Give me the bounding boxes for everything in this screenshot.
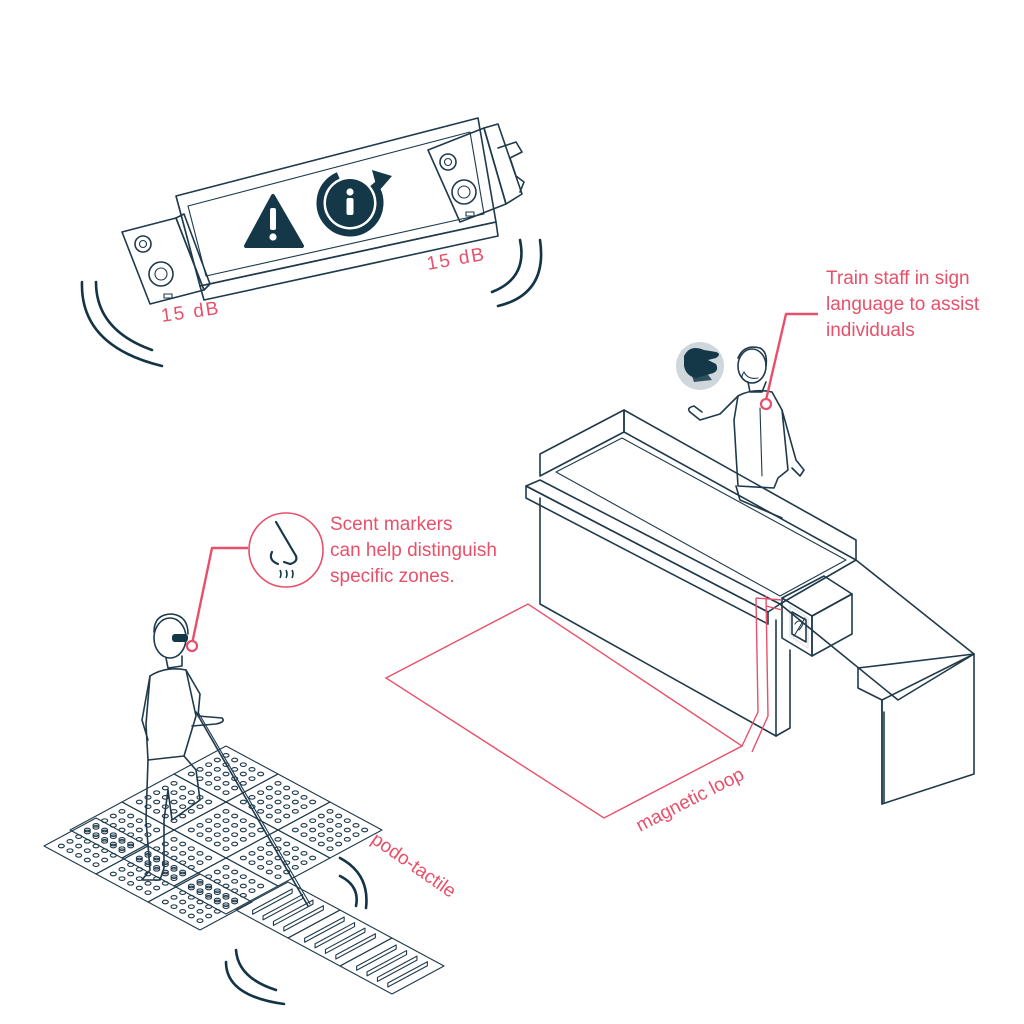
- floor-sound-waves: [224, 856, 368, 1006]
- reception-desk: [525, 409, 975, 805]
- scent-marker-leader: [185, 546, 248, 653]
- dotted-tile: [277, 801, 383, 859]
- info-refresh-icon: [316, 169, 392, 237]
- scent-markers-callout: Scent markers can help distinguish speci…: [330, 514, 497, 587]
- magnetic-loop-zone: [384, 595, 783, 819]
- sign-language-leader: [759, 312, 818, 411]
- dotted-tile: [173, 801, 279, 859]
- dotted-tile: [225, 829, 331, 887]
- person-with-cane: [141, 613, 311, 907]
- sign-language-callout: Train staff in sign language to assist i…: [826, 268, 980, 341]
- sound-waves-right: [490, 238, 543, 308]
- podo-tactile-label: podo-tactile: [367, 829, 460, 903]
- bar-tile: [235, 881, 341, 939]
- loop-box: [781, 575, 853, 657]
- dotted-tile: [173, 745, 279, 803]
- left-speaker-level: 15 dB: [160, 298, 222, 327]
- sound-waves-left: [80, 280, 164, 368]
- dotted-tile: [121, 773, 227, 831]
- speaker-bar: 15 dB 15 dB: [80, 117, 543, 368]
- sign-panel: [175, 117, 499, 301]
- bar-tile: [339, 937, 445, 995]
- warning-icon: [244, 194, 304, 248]
- sign-language-icon: [676, 342, 724, 390]
- magnetic-loop-label: magnetic loop: [633, 764, 748, 836]
- left-speaker: [121, 213, 211, 305]
- staff-member: [687, 346, 805, 519]
- right-speaker-level: 15 dB: [425, 244, 487, 275]
- right-speaker: [427, 123, 525, 223]
- podo-tactile-floor: [43, 745, 445, 995]
- dotted-tile: [225, 773, 331, 831]
- nose-scent-icon: [248, 512, 324, 588]
- bar-tile: [287, 909, 393, 967]
- dotted-tile: [43, 817, 149, 875]
